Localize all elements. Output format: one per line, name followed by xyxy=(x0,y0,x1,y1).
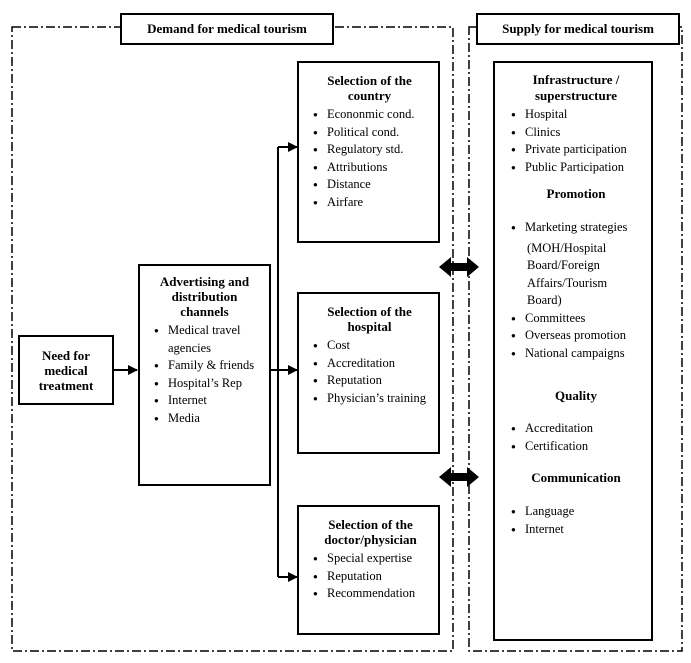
list-item: Internet xyxy=(511,521,645,539)
list-item: Media xyxy=(154,410,263,428)
double-arrow-lower xyxy=(439,467,479,487)
promotion-note: (MOH/Hospital Board/Foreign Affairs/Tour… xyxy=(527,240,608,308)
doctor-title: Selection of the doctor/physician xyxy=(324,517,417,547)
list-item: Internet xyxy=(154,392,263,410)
double-arrow-upper xyxy=(439,257,479,277)
infra-title: Infrastructure / superstructure xyxy=(532,72,620,103)
supply-box: Infrastructure / superstructure Hospital… xyxy=(493,61,653,641)
list-item: Family & friends xyxy=(154,357,263,375)
hospital-title: Selection of the hospital xyxy=(327,304,412,334)
doctor-list: Special expertise Reputation Recommendat… xyxy=(313,550,434,603)
need-box: Need for medical treatment xyxy=(18,335,114,405)
list-item: Attributions xyxy=(313,159,432,177)
advertising-box: Advertising and distribution channels Me… xyxy=(138,264,271,486)
list-item: Cost xyxy=(313,337,432,355)
advertising-title: Advertising and distribution channels xyxy=(159,274,250,319)
list-item: National campaigns xyxy=(511,345,645,363)
hospital-list: Cost Accreditation Reputation Physician’… xyxy=(313,337,432,407)
list-item: Regulatory std. xyxy=(313,141,432,159)
list-item: Language xyxy=(511,503,645,521)
quality-list: Accreditation Certification xyxy=(511,420,645,455)
list-item: Recommendation xyxy=(313,585,434,603)
list-item: Medical travel agencies xyxy=(154,322,263,357)
list-item: Econonmic cond. xyxy=(313,106,432,124)
country-title: Selection of the country xyxy=(327,73,412,103)
list-item: Private participation xyxy=(511,141,645,159)
hospital-box: Selection of the hospital Cost Accredita… xyxy=(297,292,440,454)
list-item: Airfare xyxy=(313,194,432,212)
supply-header: Supply for medical tourism xyxy=(476,13,680,45)
advertising-list: Medical travel agencies Family & friends… xyxy=(154,322,263,427)
demand-region xyxy=(11,26,454,652)
list-item: Certification xyxy=(511,438,645,456)
quality-title: Quality xyxy=(555,388,597,403)
list-item: Hospital’s Rep xyxy=(154,375,263,393)
communication-title: Communication xyxy=(531,470,621,485)
list-item: Special expertise xyxy=(313,550,434,568)
demand-header: Demand for medical tourism xyxy=(120,13,334,45)
list-item: Accreditation xyxy=(313,355,432,373)
list-item: Political cond. xyxy=(313,124,432,142)
country-list: Econonmic cond. Political cond. Regulato… xyxy=(313,106,432,211)
list-item: Marketing strategies xyxy=(511,219,645,237)
promotion-list-top: Marketing strategies xyxy=(511,219,645,237)
list-item: Physician’s training xyxy=(313,390,432,408)
list-item: Committees xyxy=(511,310,645,328)
country-box: Selection of the country Econonmic cond.… xyxy=(297,61,440,243)
list-item: Distance xyxy=(313,176,432,194)
list-item: Reputation xyxy=(313,372,432,390)
promotion-title: Promotion xyxy=(546,186,606,201)
need-label: Need for medical treatment xyxy=(38,347,94,393)
infra-list: Hospital Clinics Private participation P… xyxy=(511,106,645,176)
list-item: Clinics xyxy=(511,124,645,142)
list-item: Public Participation xyxy=(511,159,645,177)
list-item: Hospital xyxy=(511,106,645,124)
communication-list: Language Internet xyxy=(511,503,645,538)
promotion-list: Committees Overseas promotion National c… xyxy=(511,310,645,363)
list-item: Accreditation xyxy=(511,420,645,438)
list-item: Reputation xyxy=(313,568,434,586)
list-item: Overseas promotion xyxy=(511,327,645,345)
doctor-box: Selection of the doctor/physician Specia… xyxy=(297,505,440,635)
